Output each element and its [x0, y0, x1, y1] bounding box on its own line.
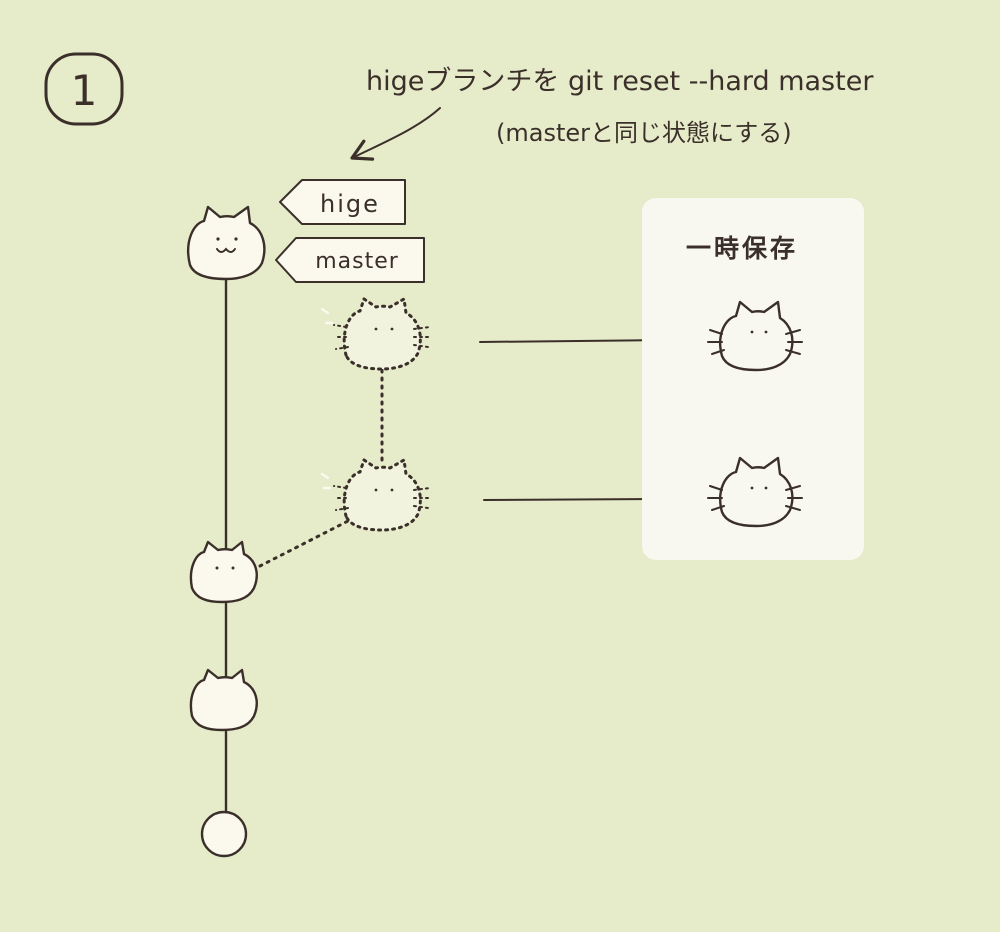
caption-arrow — [350, 107, 441, 161]
branch-name-master: master — [315, 249, 399, 274]
commit-3 — [189, 668, 258, 732]
commit-root — [200, 810, 248, 858]
cat-face-icon — [189, 540, 258, 604]
branch-name-hige: hige — [320, 190, 380, 218]
stashed-commit-upper — [707, 300, 803, 372]
cat-whiskers-icon — [707, 300, 803, 372]
stash-arrow-upper — [479, 328, 667, 352]
stashed-commit-lower — [707, 456, 803, 528]
branch-label-master: master — [275, 237, 425, 283]
discarded-commit-lower — [320, 458, 431, 532]
cat-face-icon — [189, 668, 258, 732]
caption-line-1: higeブランチを git reset --hard master — [366, 66, 874, 97]
discarded-commit-upper — [320, 297, 431, 371]
step-number: 1 — [71, 66, 98, 115]
stash-arrow-lower — [483, 487, 667, 511]
stash-panel: 一時保存 — [642, 198, 864, 560]
stash-title: 一時保存 — [686, 234, 798, 263]
discarded-branch-link — [258, 518, 352, 568]
commit-head — [187, 205, 266, 281]
circle-icon — [200, 810, 248, 858]
cat-whiskers-icon — [707, 456, 803, 528]
commit-2 — [189, 540, 258, 604]
step-badge: 1 — [44, 52, 124, 126]
caption-line-2: (masterと同じ状態にする) — [496, 119, 792, 147]
cat-face-icon — [187, 205, 266, 281]
branch-label-hige: hige — [279, 179, 406, 225]
